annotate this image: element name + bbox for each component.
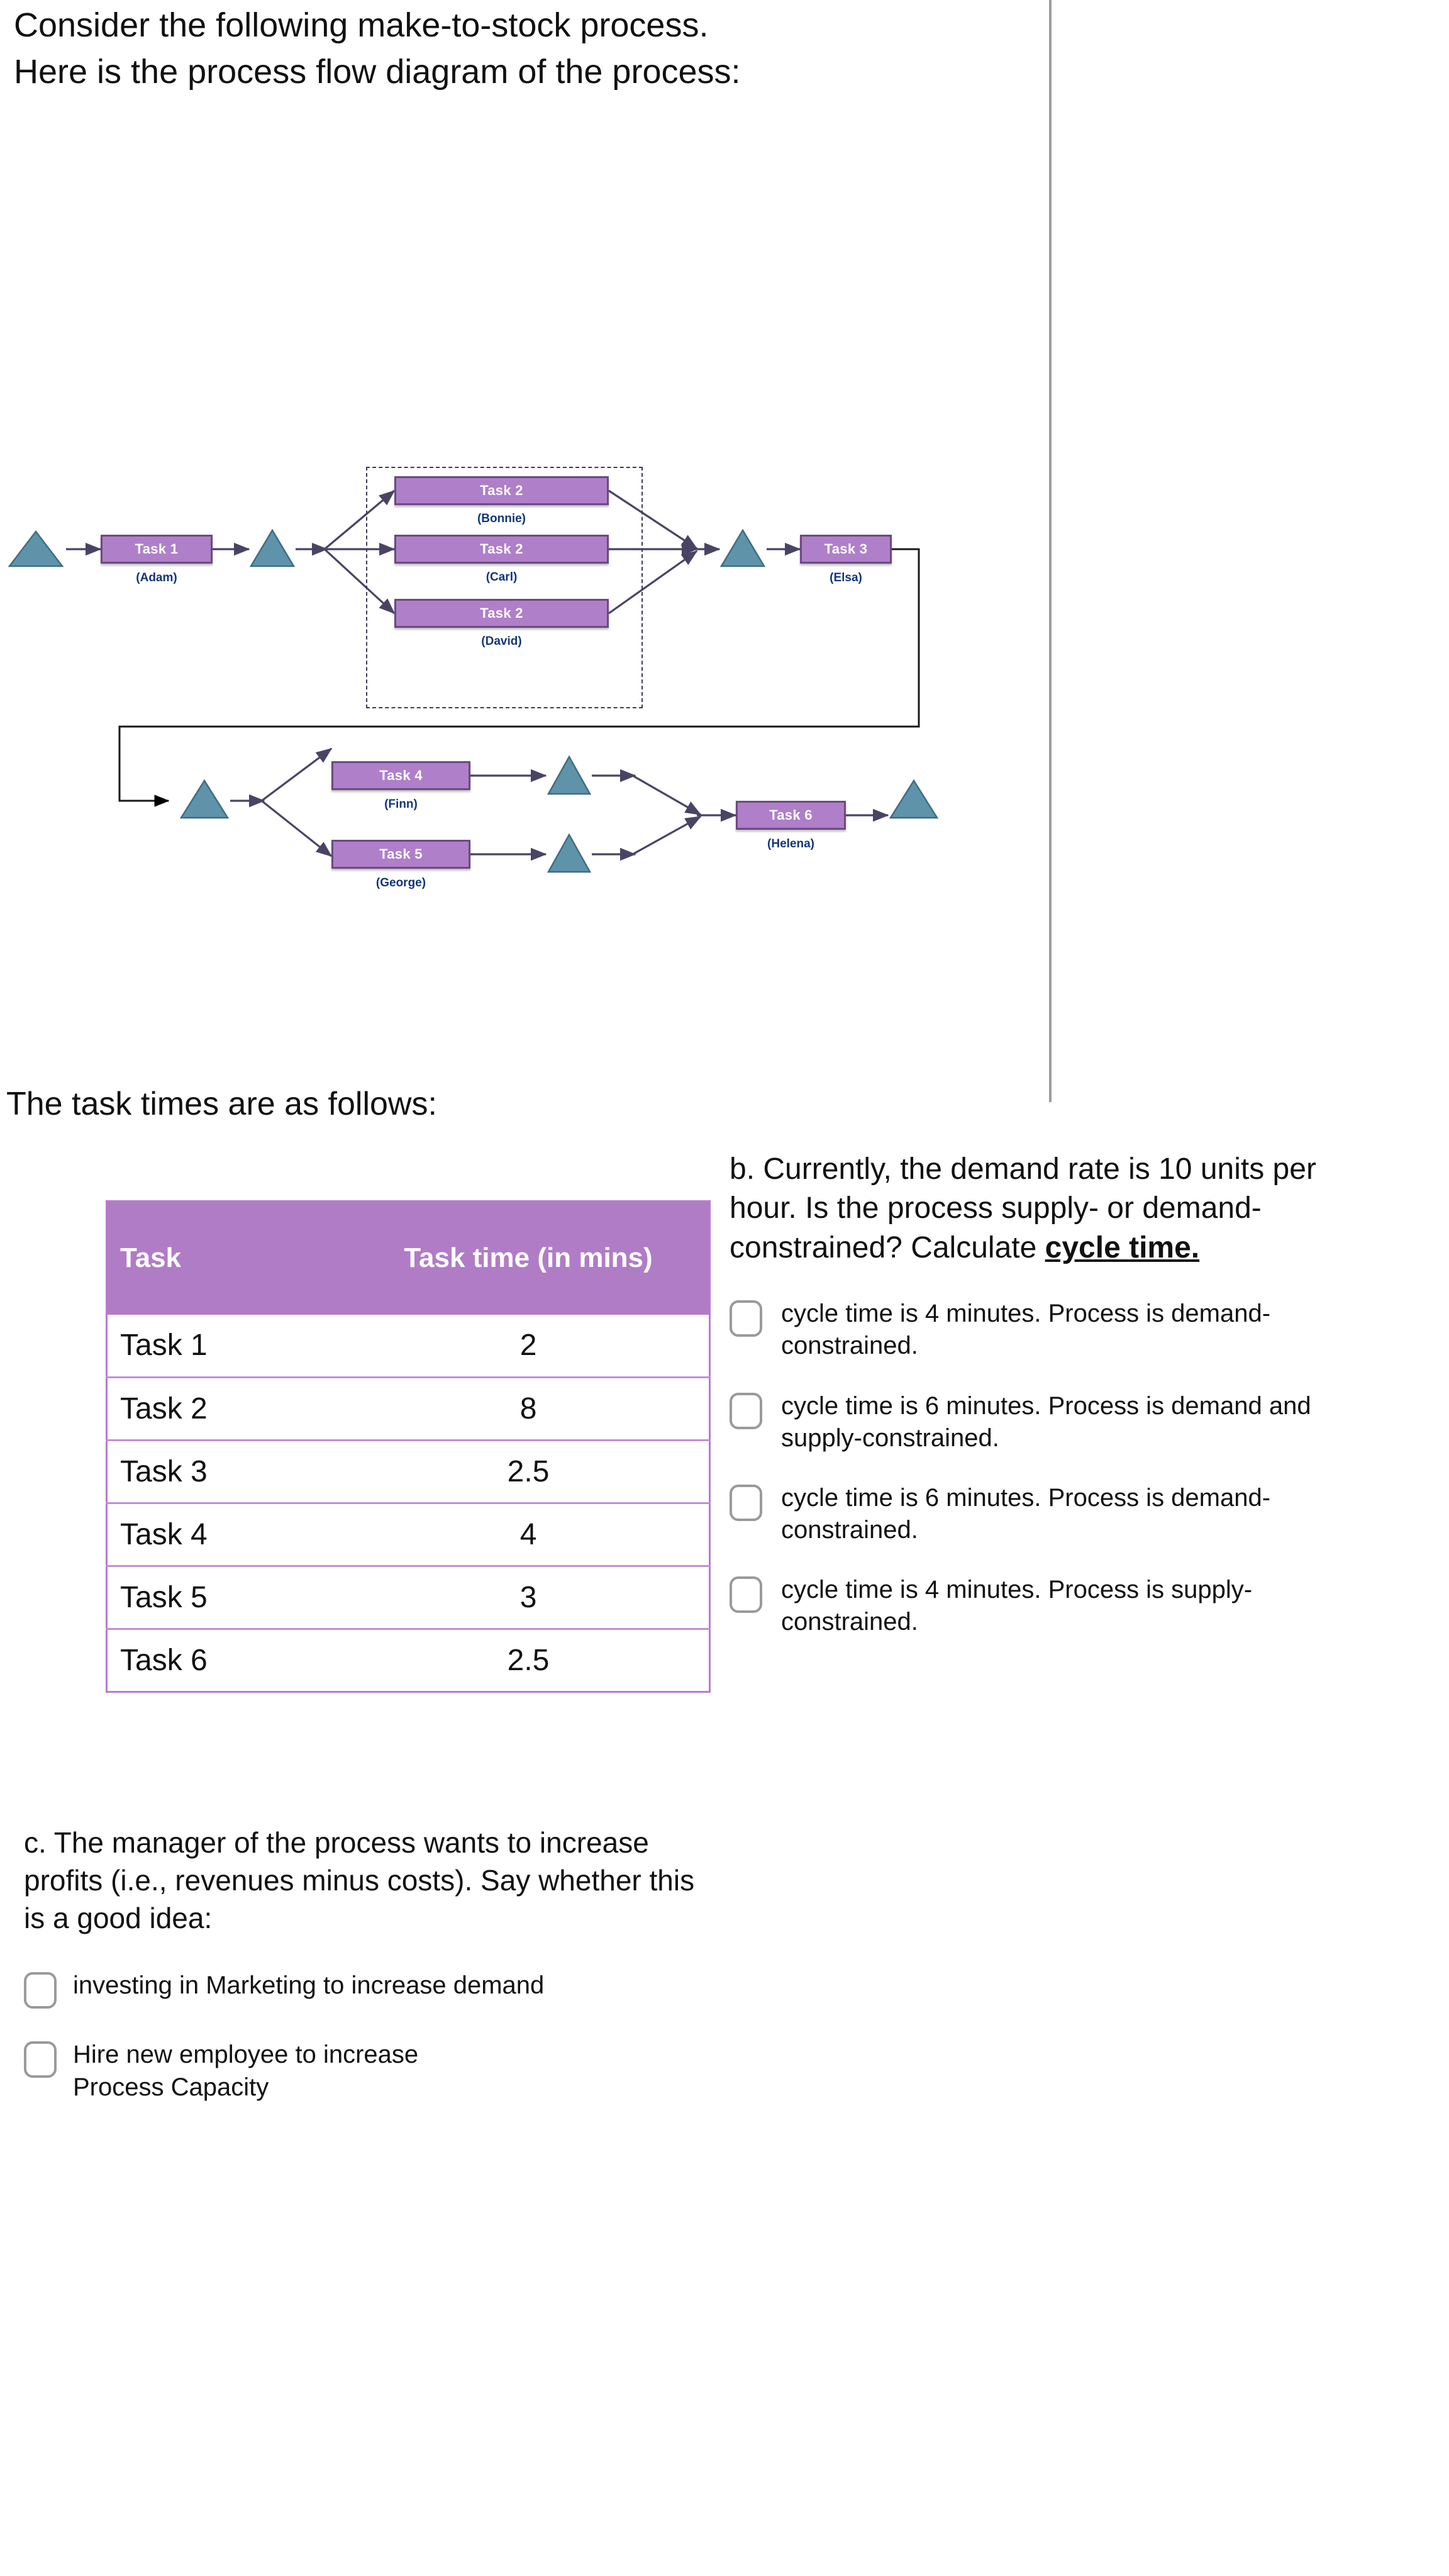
option-row[interactable]: cycle time is 6 minutes. Process is dema… <box>730 1482 1365 1546</box>
arrow-split-task4 <box>261 747 333 802</box>
buffer-triangle-6 <box>889 779 939 819</box>
option-row[interactable]: cycle time is 4 minutes. Process is dema… <box>730 1298 1365 1362</box>
intro-line-1: Consider the following make-to-stock pro… <box>14 6 709 44</box>
node-task-2-carl: Task 2 <box>394 535 609 564</box>
node-task-5: Task 5 <box>331 840 470 869</box>
option-label: Hire new employee to increase Process Ca… <box>73 2041 419 2101</box>
table-header-task-time: Task time (in mins) <box>348 1201 710 1315</box>
node-task-3-operator: (Elsa) <box>830 571 862 584</box>
cell-time: 8 <box>348 1376 710 1441</box>
question-b-options: cycle time is 4 minutes. Process is dema… <box>730 1298 1365 1639</box>
table-row: Task 2 8 <box>106 1376 710 1441</box>
node-task-2-david-operator: (David) <box>481 635 522 648</box>
node-task-2-david-label: Task 2 <box>480 605 523 621</box>
option-row[interactable]: investing in Marketing to increase deman… <box>24 1970 703 2009</box>
node-task-1-label: Task 1 <box>135 541 179 557</box>
radio-button-icon[interactable] <box>730 1392 762 1429</box>
node-task-3: Task 3 <box>800 535 892 564</box>
option-label: cycle time is 6 minutes. Process is dema… <box>781 1483 1271 1544</box>
table-row: Task 3 2.5 <box>106 1439 710 1503</box>
radio-button-icon[interactable] <box>24 2041 57 2078</box>
cell-task: Task 2 <box>106 1376 348 1441</box>
question-c: c. The manager of the process wants to i… <box>24 1824 703 2104</box>
node-task-6-label: Task 6 <box>769 807 813 823</box>
node-task-6: Task 6 <box>736 801 846 830</box>
radio-button-icon[interactable] <box>730 1300 762 1337</box>
radio-button-icon[interactable] <box>24 1972 57 2009</box>
arrow-buffer5-merge <box>632 815 702 856</box>
question-c-options: investing in Marketing to increase deman… <box>24 1970 703 2103</box>
node-task-4-label: Task 4 <box>379 767 423 783</box>
option-row[interactable]: cycle time is 6 minutes. Process is dema… <box>730 1390 1365 1454</box>
cell-task: Task 4 <box>106 1502 348 1566</box>
buffer-triangle-4 <box>547 755 592 795</box>
parallel-task2-group-box <box>366 467 643 708</box>
arrow-split-task5 <box>261 800 333 857</box>
node-task-2-bonnie-label: Task 2 <box>480 482 523 498</box>
question-b-prompt-text: b. Currently, the demand rate is 10 unit… <box>730 1152 1316 1264</box>
table-header-task: Task <box>106 1201 348 1315</box>
node-task-2-carl-label: Task 2 <box>480 541 523 557</box>
node-task-2-bonnie-operator: (Bonnie) <box>477 512 526 525</box>
table-row: Task 1 2 <box>107 1315 710 1378</box>
question-b-prompt: b. Currently, the demand rate is 10 unit… <box>730 1150 1365 1268</box>
node-task-5-label: Task 5 <box>379 846 423 862</box>
node-task-3-label: Task 3 <box>824 541 868 557</box>
cell-task: Task 3 <box>106 1439 348 1503</box>
node-task-4-operator: (Finn) <box>384 798 418 811</box>
node-task-1-operator: (Adam) <box>136 571 177 584</box>
table-row: Task 6 2.5 <box>106 1628 710 1692</box>
cell-time: 3 <box>348 1565 710 1629</box>
option-label: cycle time is 4 minutes. Process is supp… <box>781 1576 1253 1636</box>
node-task-1: Task 1 <box>101 535 213 564</box>
option-label: investing in Marketing to increase deman… <box>73 1971 545 2000</box>
option-row[interactable]: Hire new employee to increase Process Ca… <box>24 2039 703 2103</box>
table-row: Task 4 4 <box>106 1502 710 1566</box>
radio-button-icon[interactable] <box>730 1484 762 1521</box>
buffer-triangle-1 <box>249 528 296 567</box>
radio-button-icon[interactable] <box>730 1576 762 1614</box>
cell-time: 2.5 <box>348 1439 710 1503</box>
arrow-task3-wrap-buffer3 <box>118 548 920 807</box>
arrow-task2a-merge <box>608 489 698 550</box>
node-task-5-operator: (George) <box>375 876 426 889</box>
intro-line-2: Here is the process flow diagram of the … <box>14 52 741 91</box>
node-task-2-bonnie: Task 2 <box>394 476 609 505</box>
vertical-divider <box>1049 0 1052 1102</box>
node-task-4: Task 4 <box>331 761 470 790</box>
arrow-split-task2c <box>323 548 396 615</box>
table-row: Task 5 3 <box>106 1565 710 1629</box>
cell-time: 2.5 <box>348 1628 710 1692</box>
option-row[interactable]: cycle time is 4 minutes. Process is supp… <box>730 1574 1365 1638</box>
cell-time: 2 <box>519 1329 537 1363</box>
node-task-2-carl-operator: (Carl) <box>486 571 518 584</box>
option-label: cycle time is 4 minutes. Process is dema… <box>781 1300 1271 1360</box>
question-c-prompt: c. The manager of the process wants to i… <box>24 1826 695 1934</box>
option-label: cycle time is 6 minutes. Process is dema… <box>781 1391 1311 1452</box>
cell-task: Task 5 <box>106 1565 348 1629</box>
task-times-heading: The task times are as follows: <box>6 1086 437 1122</box>
intro-text: Consider the following make-to-stock pro… <box>14 5 907 98</box>
diagram-canvas <box>8 489 939 873</box>
question-b: b. Currently, the demand rate is 10 unit… <box>730 1150 1365 1639</box>
task-times-table: Task Task time (in mins) Task 1 2 Task 2… <box>106 1200 711 1693</box>
buffer-triangle-2 <box>719 528 766 567</box>
table-header-row: Task Task time (in mins) <box>106 1201 710 1315</box>
question-b-prompt-emphasis: cycle time. <box>1045 1230 1200 1264</box>
cell-task: Task 6 <box>106 1628 348 1692</box>
arrow-split-task2a <box>323 489 396 550</box>
process-flow-diagram: Task 1 (Adam) Task 2 (Bonnie) Task 2 (Ca… <box>0 440 1019 1038</box>
buffer-triangle-5 <box>547 833 592 873</box>
cell-time: 4 <box>348 1502 710 1566</box>
buffer-triangle-0 <box>8 530 64 567</box>
buffer-triangle-3 <box>179 779 230 819</box>
node-task-6-operator: (Helena) <box>767 837 814 850</box>
cell-task: Task 1 <box>120 1329 208 1363</box>
node-task-2-david: Task 2 <box>394 599 609 628</box>
arrow-task2c-merge <box>608 550 698 615</box>
arrow-buffer4-merge <box>632 774 702 816</box>
